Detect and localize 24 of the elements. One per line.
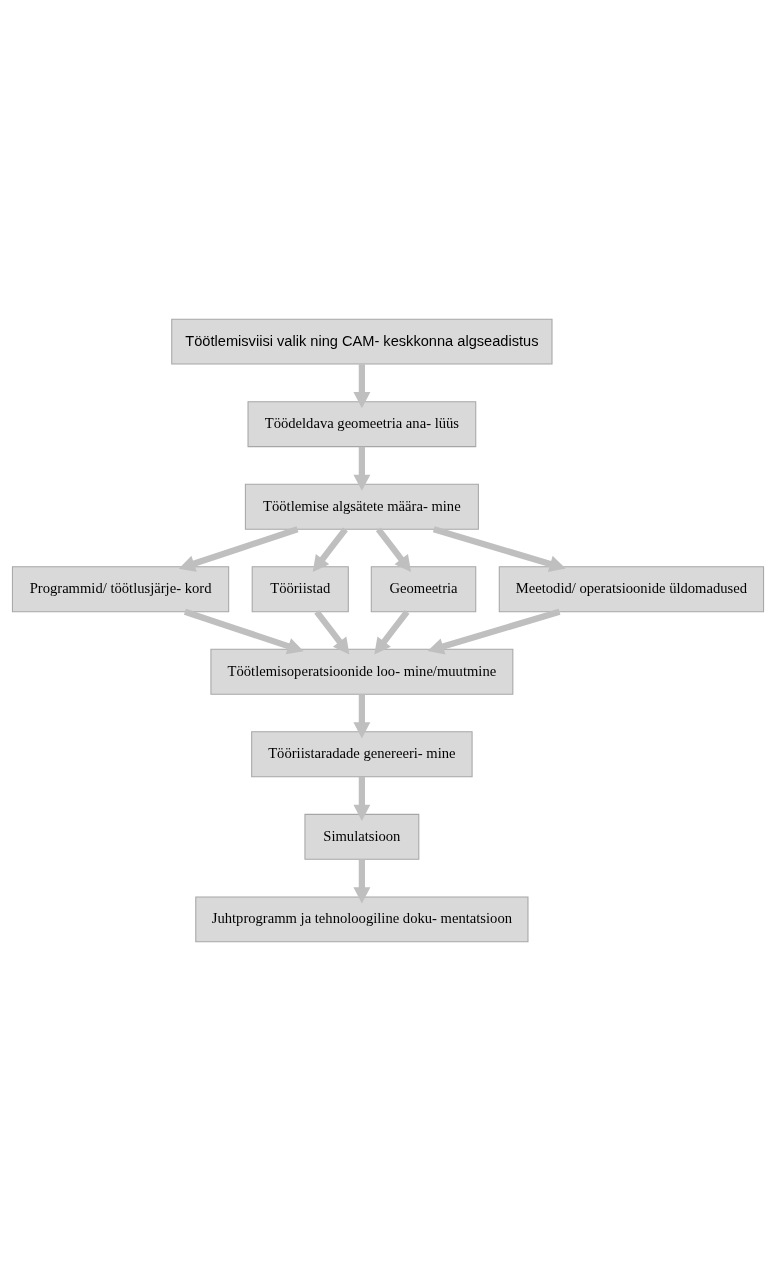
node-box: Simulatsioon [304,813,420,860]
arrow [353,364,371,409]
node-box: Juhtprogramm ja tehnoloogiline doku- mentatsioon [195,896,529,943]
node-box: Programmid/ töötlusjärje- kord [11,566,230,613]
arrow [312,527,348,572]
arrow [374,609,410,655]
node-box: Töötlemisoperatsioonide loo- mine/muutmine [210,648,514,695]
node-box: Töötlemise algsätete määra- mine [244,483,479,530]
node-box: Töödeldava geomeetria ana- lüüs [247,401,477,448]
arrow [375,527,412,572]
node-box: Meetodid/ operatsioonide üldomadused [498,566,765,613]
arrow [353,446,371,491]
arrow [353,776,371,821]
arrow [427,608,561,655]
node-box: Tööriistad [251,566,349,613]
arrow [353,859,371,904]
arrow [183,608,304,655]
arrow [432,526,566,573]
node-box: Geomeetria [370,566,477,613]
arrow [314,609,350,655]
arrow [178,526,299,572]
node-box: Töötlemisviisi valik ning CAM- keskkonna algseadistus [171,318,553,365]
node-box: Tööriistaradade genereeri- mine [251,731,473,778]
arrow [353,694,371,739]
